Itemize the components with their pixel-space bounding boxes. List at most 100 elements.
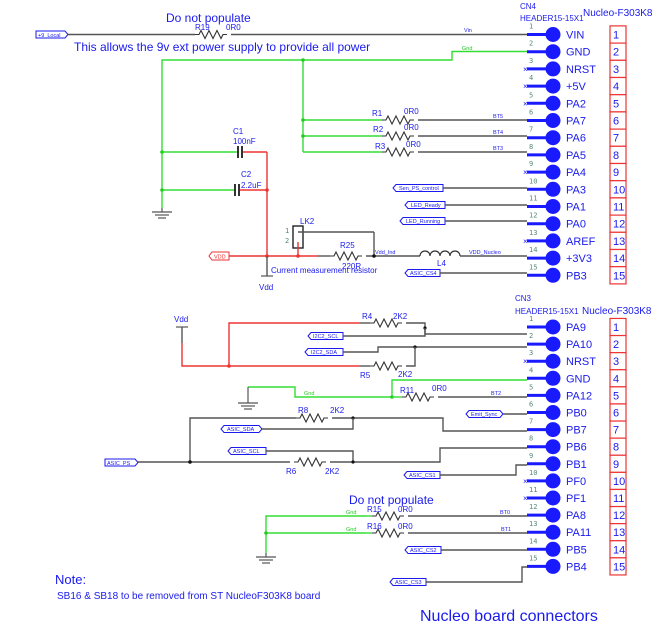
svg-text:R11: R11 (400, 386, 415, 395)
pin-number: 10 (529, 177, 537, 185)
resistor-r15: R15 0R0 BT0 (366, 505, 527, 521)
svg-text:C1: C1 (233, 127, 244, 136)
svg-text:R8: R8 (298, 406, 309, 415)
svg-text:VDD: VDD (214, 255, 226, 261)
port-9-local[interactable]: +9_Local (35, 30, 69, 39)
wire-vdd-r5 (181, 343, 360, 367)
note-body: SB16 & SB18 to be removed from ST Nucleo… (57, 591, 320, 602)
pin-number: 12 (529, 503, 537, 511)
svg-text:BT4: BT4 (493, 130, 503, 136)
port-led-running[interactable]: LED_Running (399, 217, 527, 226)
no-connect-icon: × (523, 82, 528, 91)
pin-name: AREF (566, 236, 596, 248)
pin-number: 14 (529, 246, 537, 254)
svg-text:ASIC_SDA: ASIC_SDA (227, 427, 255, 433)
svg-text:I2C2_SDA: I2C2_SDA (311, 350, 337, 356)
ground-symbol-r11 (238, 387, 258, 410)
pin-number: 5 (529, 383, 533, 391)
port-asic-cs4[interactable]: ASIC_CS4 (404, 269, 527, 278)
pin-name: GND (566, 373, 591, 385)
wire-gnd-cn3 (391, 379, 527, 397)
wire-vdd-r4 (228, 322, 360, 366)
pin-number: 13 (529, 520, 537, 528)
svg-text:R1: R1 (372, 109, 383, 118)
pin-box-number: 9 (613, 167, 619, 179)
svg-text:ASIC_CS1: ASIC_CS1 (409, 473, 436, 479)
port-asic-ps[interactable]: ASIC_PS (104, 458, 139, 467)
pin-pad (545, 370, 561, 386)
svg-text:0R0: 0R0 (398, 522, 413, 531)
pin-box-number: 7 (613, 425, 619, 437)
pin-box-number: 11 (613, 202, 624, 214)
note-do-not-populate-r15: Do not populate (349, 493, 434, 507)
svg-text:VDD_Nucleo: VDD_Nucleo (469, 250, 501, 256)
pin-name: PA4 (566, 167, 586, 179)
port-asic-scl[interactable]: ASIC_SCL (227, 447, 354, 463)
svg-text:R4: R4 (362, 312, 373, 321)
svg-text:R3: R3 (375, 142, 386, 151)
no-connect-icon: × (523, 65, 528, 74)
pin-pad (545, 147, 561, 163)
pin-pad (545, 181, 561, 197)
pin-number: 13 (529, 229, 537, 237)
pin-pad (545, 439, 561, 455)
pin-pad (545, 130, 561, 146)
port-led-ready[interactable]: LED_Ready (404, 201, 527, 210)
port-asic-cs3[interactable]: ASIC_CS3 (389, 566, 527, 586)
pin-pad (545, 456, 561, 472)
net-label-vin: Vin (464, 28, 472, 34)
no-connect-icon: × (523, 494, 528, 503)
no-connect-icon: × (523, 357, 528, 366)
pin-box-number: 11 (613, 493, 624, 505)
svg-text:LED_Ready: LED_Ready (411, 203, 441, 209)
port-i2c2-scl[interactable]: I2C2_SCL (307, 328, 426, 340)
pin-name: PA5 (566, 150, 586, 162)
svg-text:R25: R25 (340, 241, 355, 250)
resistor-r1: R1 0R0 BT5 (301, 107, 527, 125)
port-asic-cs1[interactable]: ASIC_CS1 (403, 464, 527, 479)
pin-name: PB6 (566, 442, 587, 454)
port-emit-sync[interactable]: Emit_Sync (465, 410, 527, 419)
port-vdd[interactable]: VDD (208, 251, 230, 261)
svg-text:HEADER15-15X1: HEADER15-15X1 (520, 14, 584, 23)
svg-text:0R0: 0R0 (226, 23, 241, 32)
pin-number: 7 (529, 418, 533, 426)
port-asic-sda[interactable]: ASIC_SDA (220, 418, 354, 433)
pin-pad (545, 387, 561, 403)
resistor-r8: R8 2K2 (295, 406, 527, 432)
pin-number-box (609, 266, 627, 285)
svg-text:ASIC_CS3: ASIC_CS3 (395, 580, 422, 586)
port-asic-cs2[interactable]: ASIC_CS2 (404, 546, 527, 555)
pin-pad (545, 267, 561, 283)
note-do-not-populate-r19: Do not populate (166, 11, 251, 25)
link-lk2[interactable]: LK2 1 2 (285, 217, 374, 256)
pin-number: 9 (529, 160, 533, 168)
pin-number: 4 (529, 366, 533, 374)
pin-number: 7 (529, 126, 533, 134)
pin-box-number: 3 (613, 64, 619, 76)
pin-name: PF1 (566, 493, 586, 505)
port-i2c2-sda[interactable]: I2C2_SDA (304, 345, 527, 356)
pin-number: 8 (529, 435, 533, 443)
no-connect-icon: × (523, 168, 528, 177)
pin-name: PB7 (566, 425, 587, 437)
pin-pad (545, 319, 561, 335)
port-sen-ps-control[interactable]: Sen_PS_control (392, 184, 527, 193)
svg-text:CN3: CN3 (515, 294, 532, 303)
svg-text:BT2: BT2 (491, 391, 501, 397)
pin-name: PA0 (566, 219, 586, 231)
pin-number: 6 (529, 109, 533, 117)
pin-box-number: 2 (613, 47, 619, 59)
pin-number: 8 (529, 143, 533, 151)
